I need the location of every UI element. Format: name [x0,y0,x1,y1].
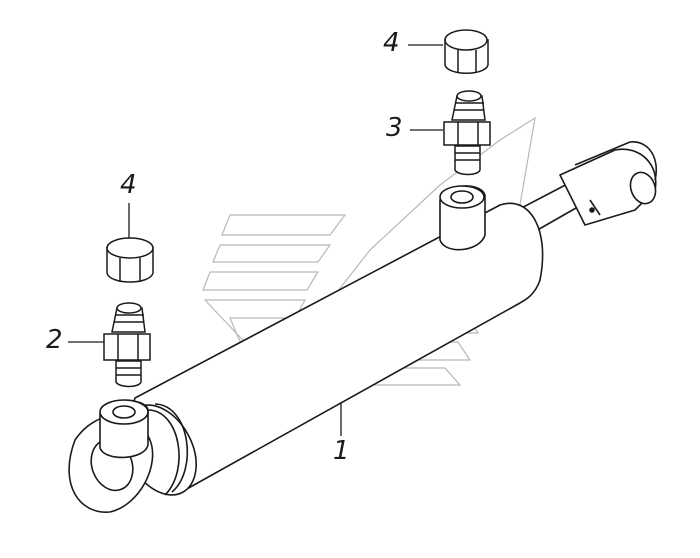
fitting-3 [443,90,491,176]
leader-lines [68,44,443,436]
cap-4-top [444,29,489,74]
callout-1: 1 [333,436,350,466]
callout-2: 2 [46,325,63,355]
callout-4-top: 4 [383,28,400,58]
hydraulic-cylinder [68,141,657,513]
callout-3: 3 [386,113,403,143]
fitting-2 [103,302,151,388]
cap-4-left [106,237,154,283]
callout-4-left: 4 [120,170,137,200]
